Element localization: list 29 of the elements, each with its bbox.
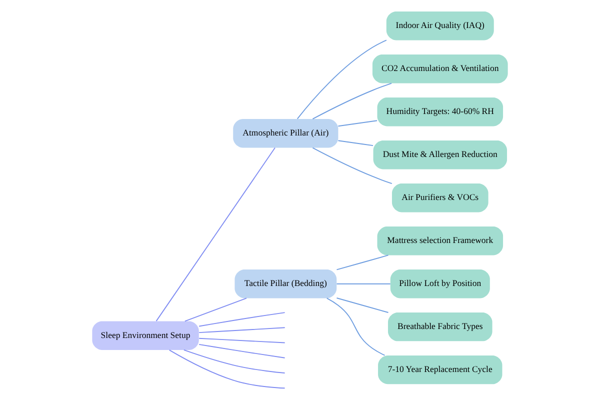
connector — [312, 147, 392, 184]
node-box: Breathable Fabric Types — [388, 312, 492, 342]
node-box: Atmospheric Pillar (Air) — [233, 119, 338, 148]
connector — [156, 147, 276, 322]
node-box: Tactile Pillar (Bedding) — [234, 270, 337, 298]
connector — [296, 40, 387, 120]
node-box: Sleep Environment Setup — [92, 321, 199, 350]
connector — [336, 283, 391, 284]
node-box: Pillow Loft by Position — [390, 270, 490, 298]
node-box: Air Purifiers & VOCs — [392, 184, 488, 212]
connector — [336, 254, 389, 270]
node-box: Mattress selection Framework — [377, 226, 504, 256]
node-box: 7-10 Year Replacement Cycle — [378, 356, 502, 384]
connector — [312, 82, 392, 120]
connector — [336, 298, 389, 313]
node-box: Indoor Air Quality (IAQ) — [386, 12, 494, 40]
node-box: CO2 Accumulation & Ventilation — [372, 54, 508, 84]
connector — [184, 298, 247, 322]
connector — [198, 338, 286, 344]
connector — [198, 344, 286, 358]
connector — [338, 120, 378, 127]
connector — [168, 350, 286, 389]
connector — [183, 350, 286, 374]
connector — [198, 312, 286, 327]
node-box: Humidity Targets: 40-60% RH — [377, 98, 504, 126]
connector — [338, 140, 374, 146]
connector — [326, 298, 386, 356]
node-box: Dust Mite & Allergen Reduction — [373, 140, 508, 170]
connector — [198, 327, 286, 334]
